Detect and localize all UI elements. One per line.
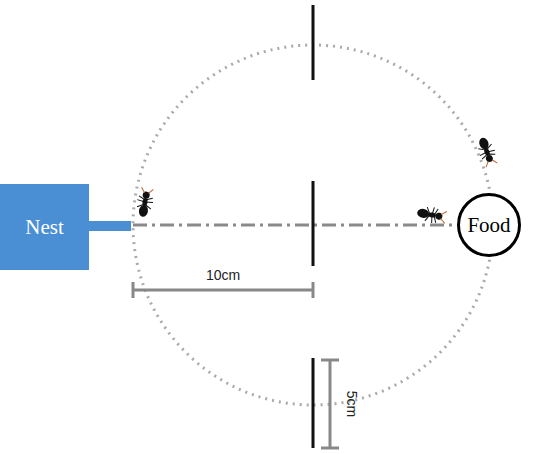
dimension-label: 10cm <box>206 267 240 283</box>
dimension-10cm <box>133 282 313 298</box>
barrier <box>312 358 315 448</box>
barrier <box>312 181 315 266</box>
node-text: Food <box>467 213 510 238</box>
nest-box: Nest <box>0 184 89 270</box>
dimension-label: 5cm <box>344 391 360 417</box>
dotted-circle <box>133 45 493 405</box>
food-circle: Food <box>457 193 521 257</box>
nest-tube <box>88 221 131 231</box>
node-text: Nest <box>25 215 64 240</box>
path-line <box>133 224 455 227</box>
barrier <box>312 5 315 80</box>
dimension-5cm <box>321 360 339 448</box>
